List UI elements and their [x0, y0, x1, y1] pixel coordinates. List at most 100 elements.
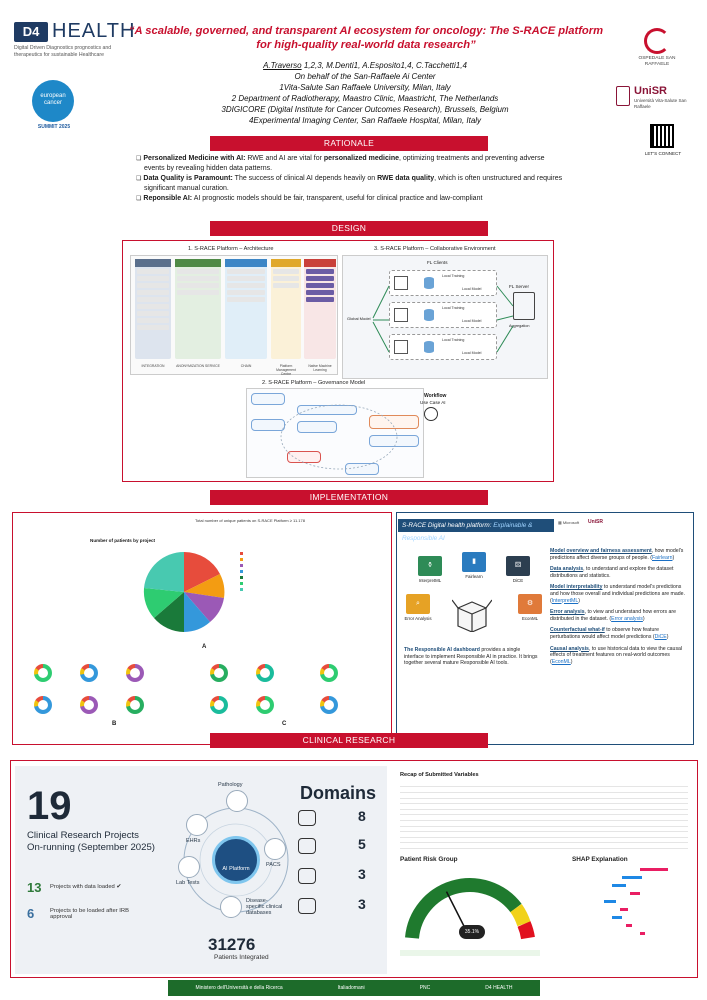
- affiliation-2: 2 Department of Radiotherapy, Maastro Cl…: [231, 94, 499, 103]
- unisr-mini-logo: UniSR: [588, 519, 603, 525]
- arch-col: [135, 259, 171, 359]
- arch-col-label: Platform Management Centre: [276, 364, 296, 376]
- rai-feature-list: Model overview and fairness assessment, …: [550, 548, 688, 670]
- pie-title: Total number of unique patients on S-RAC…: [195, 518, 305, 523]
- gov-node: [369, 415, 419, 429]
- rai-link[interactable]: DiCE: [654, 633, 667, 640]
- rai-link[interactable]: EconML: [551, 658, 571, 665]
- shap-bar: [640, 868, 668, 871]
- interpretml-icon: ⚱: [418, 556, 442, 576]
- shap-title: SHAP Explanation: [572, 856, 628, 863]
- rai-item: Model interpretability to understand mod…: [550, 584, 685, 604]
- unisr-sub: Università Vita-Salute San Raffaele: [634, 98, 687, 109]
- rai-link[interactable]: Fairlearn: [651, 554, 673, 561]
- projects-pie-chart: [143, 551, 243, 632]
- projects-count: 19: [27, 784, 72, 828]
- shap-note: [572, 950, 690, 960]
- rai-link[interactable]: Error analysis: [611, 615, 643, 622]
- european-cancer-logo: european cancer: [32, 80, 74, 122]
- satellite-label: EHRs: [186, 838, 201, 844]
- tool-label: Error Analysis: [404, 616, 432, 621]
- section-rationale: RATIONALE: [210, 136, 488, 151]
- qr-label: LET'S CONNECT: [644, 151, 682, 156]
- ai-platform-hub: AI Platform: [212, 836, 260, 884]
- patients-label: Patients Integrated: [214, 954, 269, 961]
- risk-value: 35.1%: [459, 925, 485, 939]
- shap-bar: [622, 876, 642, 879]
- domain-row: 3: [298, 866, 378, 886]
- domain-row: 3: [298, 896, 378, 916]
- table-row: [400, 821, 688, 827]
- donut-chart: [210, 696, 228, 714]
- table-row: [400, 810, 688, 816]
- funding-footer: Ministero dell'Università e della Ricerc…: [168, 980, 540, 996]
- pathology-icon: [226, 790, 248, 812]
- affiliation-3: 3DIGICORE (Digital Institute for Cancer …: [221, 105, 509, 114]
- dice-icon: ⚄: [506, 556, 530, 576]
- shap-bar: [640, 932, 645, 935]
- arch-col: [271, 259, 301, 359]
- pending-label: Projects to be loaded after IRB approval: [50, 908, 129, 920]
- d4health-logo: D4 HEALTH Digital Driven Diagnostics pro…: [14, 20, 134, 66]
- poster-title: “A scalable, governed, and transparent A…: [128, 25, 604, 51]
- loaded-label: Projects with data loaded ✔: [50, 884, 122, 890]
- domains-title: Domains: [300, 783, 377, 803]
- qr-code-icon[interactable]: [650, 124, 674, 148]
- arch-col: [225, 259, 267, 359]
- section-clinical: CLINICAL RESEARCH: [210, 733, 488, 748]
- pacs-icon: [264, 838, 286, 860]
- usecase-label: Use Case AI: [420, 400, 446, 405]
- usecase-icon: [424, 407, 438, 421]
- osr-label: OSPEDALE SAN RAFFAELE: [638, 56, 676, 67]
- fairlearn-icon: ▮: [462, 552, 486, 572]
- pending-count: 6: [27, 906, 35, 921]
- rationale-item: Reponsible AI: AI prognostic models shou…: [136, 194, 566, 204]
- pie-subtitle: Number of patients by project: [90, 538, 156, 543]
- shap-bar: [630, 892, 640, 895]
- rai-item: Model overview and fairness assessment, …: [550, 548, 684, 561]
- fl-server-label: FL Server: [509, 284, 529, 289]
- rai-item: Error analysis, to view and understand h…: [550, 609, 677, 622]
- global-model-label: Global Model: [347, 316, 371, 321]
- mur-logo: Ministero dell'Università e della Ricerc…: [195, 985, 283, 991]
- hospital-icon: [394, 308, 408, 322]
- rai-item: Causal analysis, to use historical data …: [550, 645, 683, 665]
- pnc-logo: PNC: [419, 985, 431, 991]
- brain-icon: [298, 868, 316, 884]
- architecture-diagram: INTEGRATION ANONYMIZATION SERVICE CHAIN …: [130, 255, 338, 376]
- shap-bar: [620, 908, 628, 911]
- table-row: [400, 844, 688, 849]
- d4-mark: D4: [14, 22, 48, 42]
- italiadomani-logo: Italiadomani: [337, 985, 365, 991]
- satellite-label: Disease-specific clinical databases: [246, 898, 283, 916]
- other-authors: 1,2,3, M.Denti1, A.Esposito1,4, C.Tacche…: [301, 61, 467, 70]
- satellite-label: PACS: [266, 862, 281, 868]
- rationale-item: Personalized Medicine with AI: RWE and A…: [136, 154, 566, 174]
- arch-col-label: INTEGRATION: [141, 364, 165, 368]
- governance-title: 2. S-RACE Platform – Governance Model: [262, 380, 366, 386]
- ehr-icon: [186, 814, 208, 836]
- table-row: [400, 804, 688, 810]
- unisr-icon: [616, 86, 630, 106]
- risk-note: [400, 950, 540, 956]
- risk-dashboard: [396, 766, 696, 976]
- table-row: [400, 827, 688, 833]
- open-box-icon: [451, 588, 493, 633]
- microsoft-logo: ▦ Microsoft: [558, 520, 580, 525]
- database-icon: [424, 309, 434, 321]
- arch-col-label: ANONYMIZATION SERVICE: [176, 364, 220, 368]
- fl-arrows: [372, 285, 514, 353]
- rai-header: S-RACE Digital health platform: Explaina…: [398, 519, 554, 542]
- database-icon: [424, 341, 434, 353]
- rai-link[interactable]: InterpretML: [551, 597, 579, 604]
- gov-flow-arrows: [280, 404, 398, 470]
- summit-label: SUMMIT 2025: [37, 124, 71, 130]
- authors-block: A.Traverso 1,2,3, M.Denti1, A.Esposito1,…: [150, 60, 580, 126]
- osr-swirl-icon: [644, 28, 670, 54]
- domain-row: 8: [298, 808, 378, 828]
- lead-author: A.Traverso: [263, 61, 302, 70]
- hospital-icon: [394, 340, 408, 354]
